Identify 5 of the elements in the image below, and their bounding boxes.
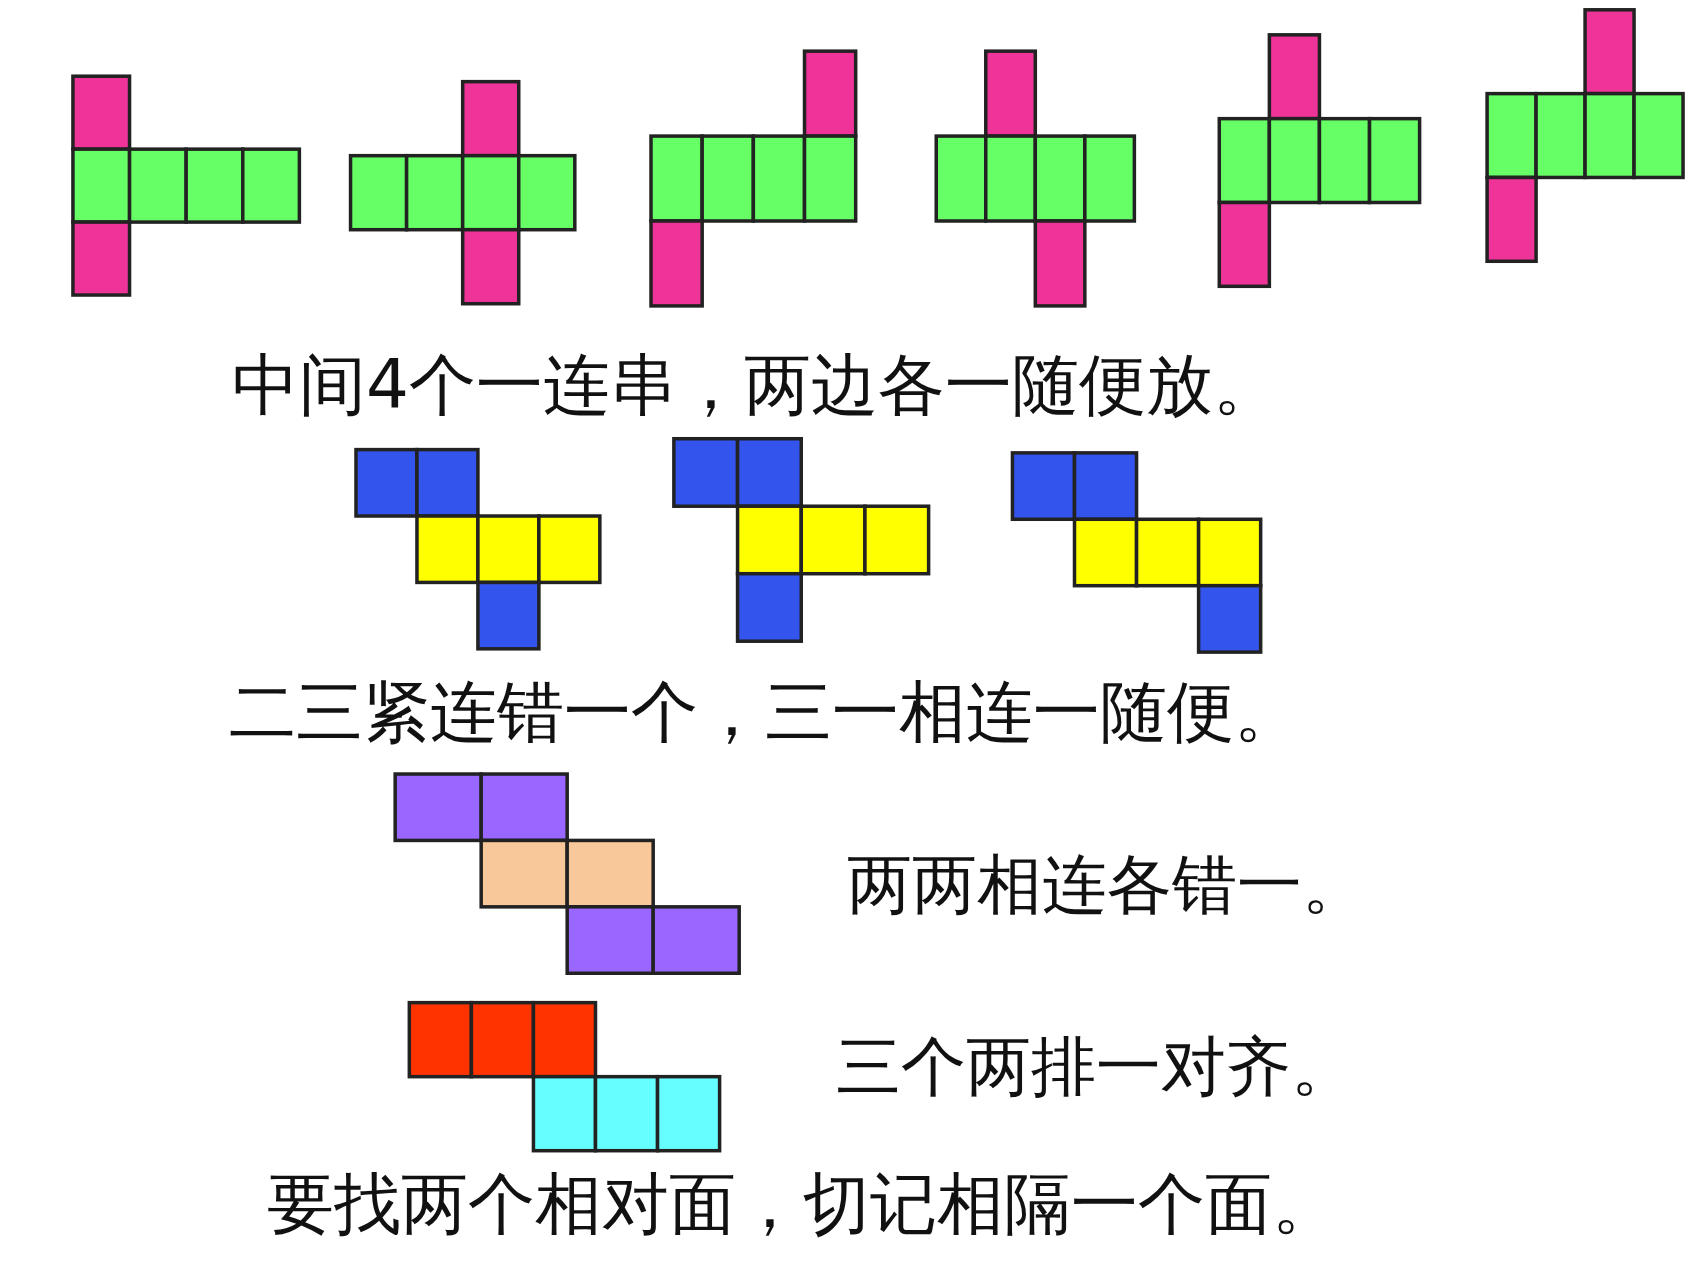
rhyme-text: 中间4个一连串，两边各一随便放。: [231, 350, 1280, 419]
rhyme-text: 两两相连各错一。: [846, 852, 1367, 918]
rhyme-text: 三个两排一对齐。: [836, 1034, 1357, 1100]
rhyme-text: 要找两个相对面，切记相隔一个面。: [266, 1170, 1339, 1238]
rhyme-text: 二三紧连错一个，三一相连一随便。: [228, 678, 1301, 746]
